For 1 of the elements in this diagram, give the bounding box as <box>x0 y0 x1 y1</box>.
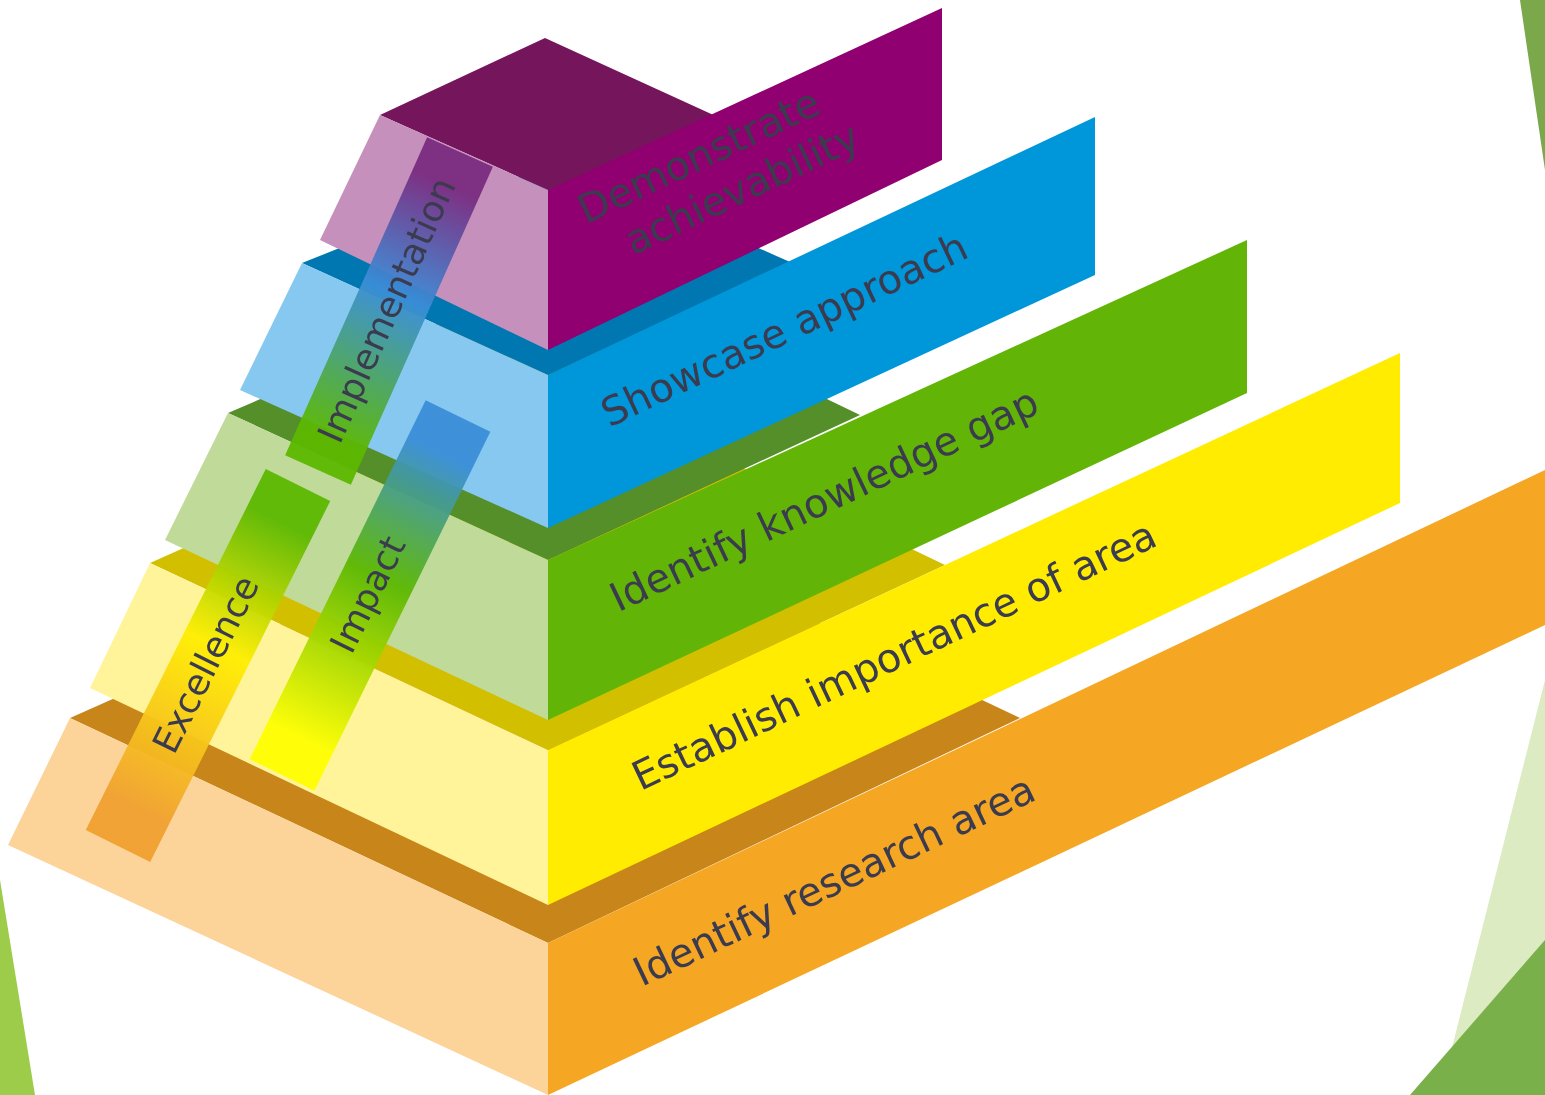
theme-bar <box>85 468 331 863</box>
